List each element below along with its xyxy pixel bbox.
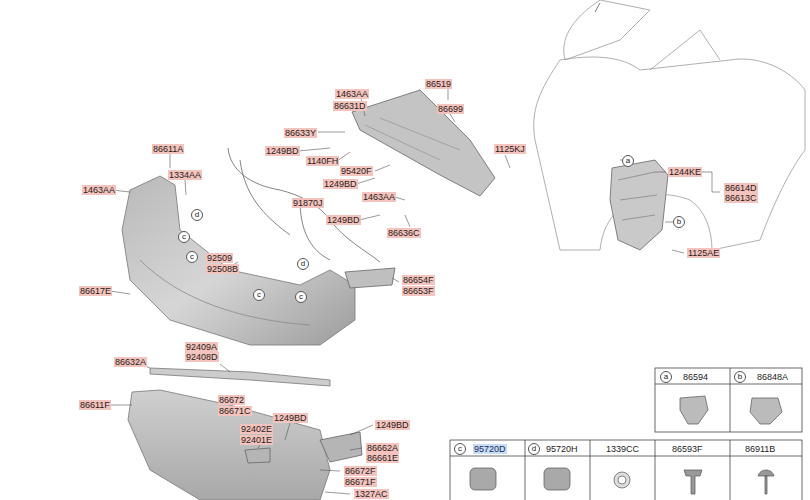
callout-number: 86631D xyxy=(333,101,367,111)
callout-number: 92509 xyxy=(206,253,233,263)
callout-number: 95720D xyxy=(473,444,507,454)
callout-number: 1339CC xyxy=(606,444,639,454)
reference-letter: d xyxy=(297,258,309,270)
callout-number: 86699 xyxy=(437,104,464,114)
callout-number: 1249BD xyxy=(265,146,300,156)
callout-number: 86613C xyxy=(724,193,758,203)
callout-number: 92401E xyxy=(240,435,273,445)
callout-number: 1334AA xyxy=(168,170,202,180)
callout-number: 1244KE xyxy=(668,167,702,177)
reference-letter: c xyxy=(454,443,466,455)
callout-number: 86632A xyxy=(114,357,147,367)
callout-number: 1463AA xyxy=(362,192,396,202)
callout-number: 86633Y xyxy=(284,128,317,138)
reference-letter: d xyxy=(528,443,540,455)
reference-letter: d xyxy=(191,209,203,221)
reference-letter: b xyxy=(734,371,746,383)
callout-number: 86671F xyxy=(344,477,377,487)
reference-letter: a xyxy=(622,155,634,167)
callout-number: 86848A xyxy=(757,372,788,382)
callout-number: 86636C xyxy=(387,228,421,238)
callout-number: 92408D xyxy=(185,352,219,362)
reference-letter: c xyxy=(186,251,198,263)
callout-number: 86617E xyxy=(79,286,112,296)
callout-number: 86661E xyxy=(366,453,399,463)
callout-number: 86672F xyxy=(344,466,377,476)
callout-number: 86593F xyxy=(672,444,703,454)
callout-number: 92508B xyxy=(206,264,239,274)
callout-number: 86654F xyxy=(402,275,435,285)
callout-number: 86653F xyxy=(402,286,435,296)
callout-number: 92409A xyxy=(185,342,218,352)
callout-number: 86671C xyxy=(218,406,252,416)
callout-number: 86611A xyxy=(152,144,184,154)
callout-number: 1327AC xyxy=(354,489,389,499)
callout-number: 1249BD xyxy=(375,420,410,430)
callout-number: 86519 xyxy=(425,79,452,89)
callout-number: 86611F xyxy=(79,400,111,410)
callout-number: 92402E xyxy=(240,424,273,434)
callout-number: 95420F xyxy=(340,166,373,176)
reference-letter: c xyxy=(253,289,265,301)
callout-number: 86594 xyxy=(683,372,708,382)
reference-letter: b xyxy=(673,216,685,228)
callout-number: 1125AE xyxy=(687,248,720,258)
callout-number: 1249BD xyxy=(323,179,358,189)
callout-number: 1125KJ xyxy=(494,144,526,154)
callout-number: 86614D xyxy=(724,183,758,193)
callout-number: 1463AA xyxy=(335,89,369,99)
callout-number: 1249BD xyxy=(326,215,361,225)
callout-number: 95720H xyxy=(546,444,578,454)
callout-number: 86911B xyxy=(745,444,775,454)
callout-number: 91870J xyxy=(292,198,324,208)
callout-number: 1463AA xyxy=(82,185,116,195)
callout-number: 86662A xyxy=(366,443,399,453)
callout-number: 86672 xyxy=(218,395,245,405)
callout-number: 1140FH xyxy=(306,156,339,166)
reference-letter: c xyxy=(178,231,190,243)
reference-letter: c xyxy=(295,291,307,303)
callout-number: 1249BD xyxy=(273,413,308,423)
reference-letter: a xyxy=(660,371,672,383)
